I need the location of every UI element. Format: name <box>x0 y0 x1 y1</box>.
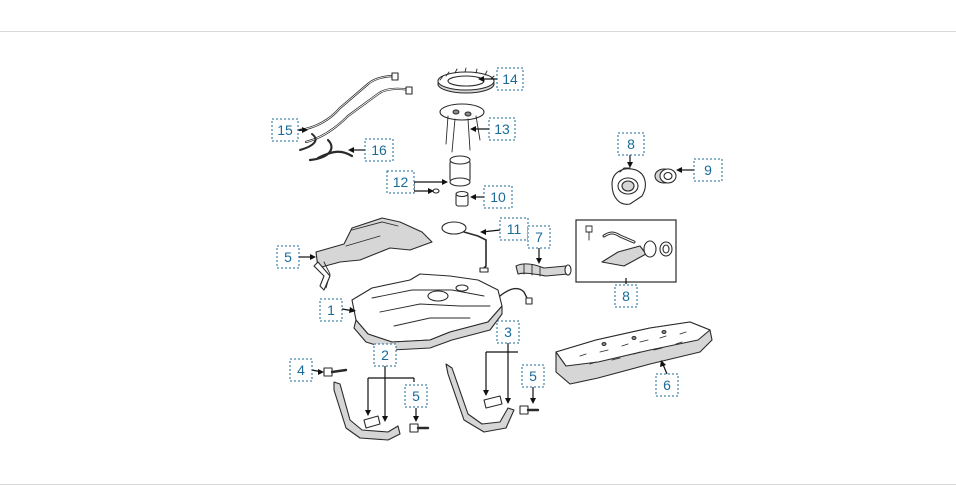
fuel-cap-11 <box>654 168 677 184</box>
callout-16[interactable]: 14 <box>496 67 524 91</box>
svg-text:15: 15 <box>277 122 293 138</box>
filler-pipe-kit-9 <box>575 219 677 283</box>
heat-shield-7 <box>313 217 433 291</box>
svg-text:5: 5 <box>412 388 420 404</box>
svg-text:2: 2 <box>381 347 389 363</box>
svg-text:5: 5 <box>529 368 537 384</box>
fuel-line-18 <box>299 133 354 162</box>
svg-text:12: 12 <box>393 174 409 190</box>
svg-text:3: 3 <box>504 324 512 340</box>
callout-10[interactable]: 8 <box>617 132 645 156</box>
svg-text:11: 11 <box>507 221 522 237</box>
svg-text:10: 10 <box>490 189 506 205</box>
svg-text:7: 7 <box>535 229 543 245</box>
fuel-pump-14 <box>432 155 471 194</box>
callout-17[interactable]: 15 <box>271 118 299 142</box>
svg-text:4: 4 <box>297 362 305 378</box>
callout-2[interactable]: 2 <box>373 343 397 367</box>
fuel-pump-bracket-15 <box>439 103 485 153</box>
fuel-filter-12 <box>455 190 469 207</box>
callout-8[interactable]: 7 <box>527 225 551 249</box>
callout-15[interactable]: 13 <box>488 117 516 141</box>
fuel-tank-1 <box>351 273 533 351</box>
callout-3[interactable]: 3 <box>496 320 520 344</box>
frame-top-rule <box>0 31 956 32</box>
callout-5-left[interactable]: 5 <box>404 384 428 408</box>
svg-text:14: 14 <box>502 71 518 87</box>
svg-text:5: 5 <box>284 249 292 265</box>
bolt-5-right <box>519 405 540 415</box>
leader-lines <box>298 76 694 422</box>
svg-text:8: 8 <box>622 288 630 304</box>
tank-strap-3 <box>445 363 515 433</box>
fuel-hose-8 <box>515 263 572 277</box>
callout-14[interactable]: 12 <box>386 170 415 194</box>
svg-text:1: 1 <box>327 302 335 318</box>
callout-12[interactable]: 10 <box>483 185 513 209</box>
callout-9[interactable]: 8 <box>614 284 638 308</box>
callout-6[interactable]: 6 <box>655 373 679 397</box>
callout-1[interactable]: 1 <box>319 298 343 322</box>
svg-text:6: 6 <box>663 377 671 393</box>
skid-plate-6 <box>555 321 713 385</box>
fuel-line-17 <box>298 72 413 144</box>
svg-text:13: 13 <box>494 121 510 137</box>
svg-text:8: 8 <box>627 136 635 152</box>
lock-ring-16 <box>437 67 495 94</box>
tank-strap-2 <box>333 381 401 441</box>
callout-7[interactable]: 5 <box>276 245 300 269</box>
callout-4[interactable]: 4 <box>289 358 313 382</box>
callout-13[interactable]: 11 <box>499 217 529 241</box>
fuel-sender-13 <box>441 221 489 273</box>
callout-18[interactable]: 16 <box>364 138 394 162</box>
bolt-5-left <box>409 423 430 433</box>
bolt-4 <box>323 367 348 377</box>
frame-bottom-rule <box>0 484 956 485</box>
svg-text:16: 16 <box>371 142 387 158</box>
callout-11[interactable]: 9 <box>693 158 723 182</box>
callout-5-right[interactable]: 5 <box>521 364 545 388</box>
svg-text:9: 9 <box>704 162 712 178</box>
filler-housing-10 <box>611 167 646 205</box>
